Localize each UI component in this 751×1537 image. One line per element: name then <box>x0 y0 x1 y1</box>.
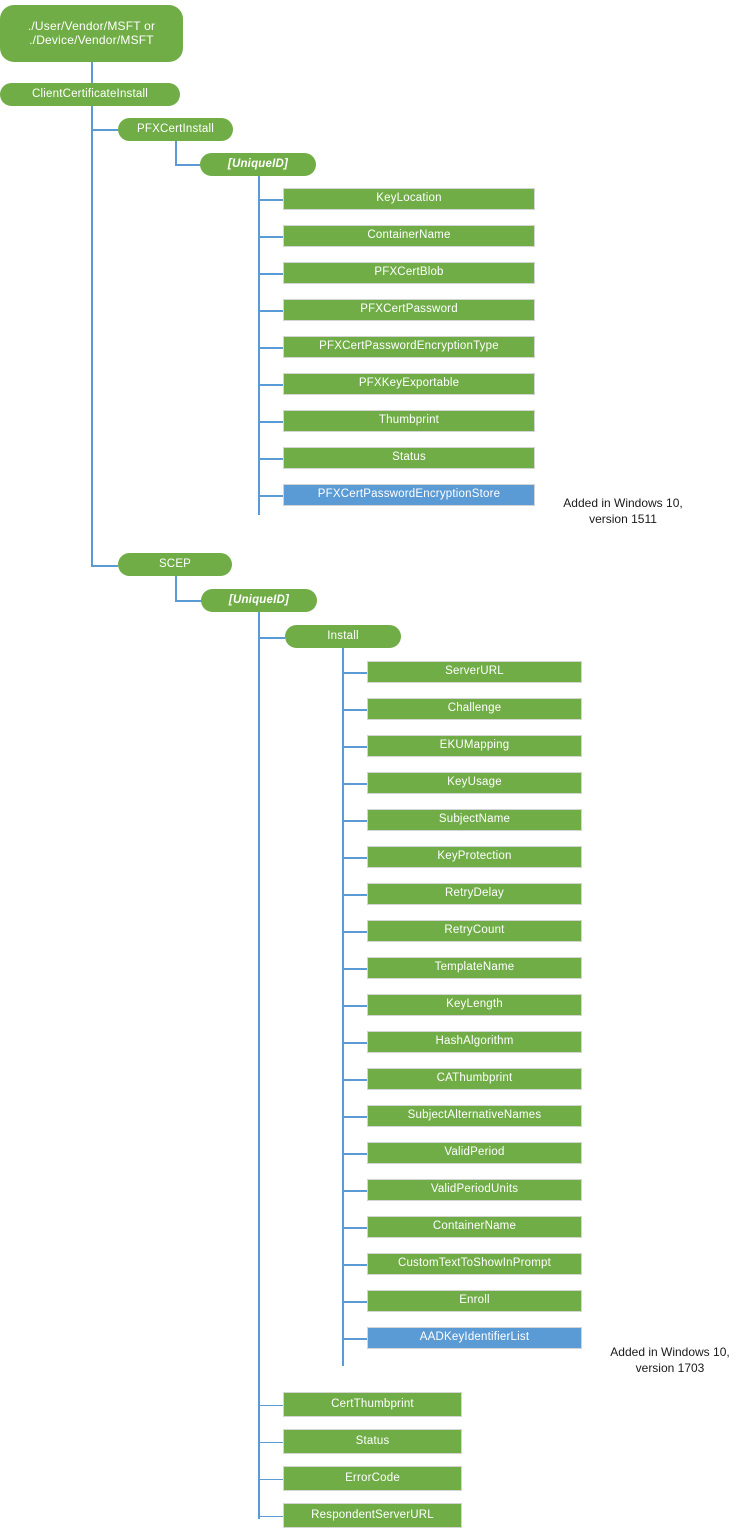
install-child-13[interactable]: ValidPeriod <box>367 1142 582 1164</box>
node-scep-uniqueid[interactable]: [UniqueID] <box>201 589 317 612</box>
install-child-stub-6 <box>342 894 367 896</box>
install-child-12[interactable]: SubjectAlternativeNames <box>367 1105 582 1127</box>
install-child-stub-0 <box>342 672 367 674</box>
install-child-3[interactable]: KeyUsage <box>367 772 582 794</box>
note-scep-added-version: Added in Windows 10, version 1703 <box>610 1345 730 1376</box>
install-child-0[interactable]: ServerURL <box>367 661 582 683</box>
node-scep[interactable]: SCEP <box>118 553 232 576</box>
connector-scep-uniqueid-to-install <box>258 637 285 639</box>
install-child-stub-12 <box>342 1116 367 1118</box>
install-child-15[interactable]: ContainerName <box>367 1216 582 1238</box>
install-child-stub-2 <box>342 746 367 748</box>
install-child-10[interactable]: HashAlgorithm <box>367 1031 582 1053</box>
pfx-child-stub-1 <box>258 236 283 238</box>
pfx-child-3[interactable]: PFXCertPassword <box>283 299 535 321</box>
scep-uid-child-stub-0 <box>258 1404 283 1406</box>
pfx-child-stub-8 <box>258 495 283 497</box>
scep-uid-child-2[interactable]: ErrorCode <box>283 1466 462 1491</box>
install-child-8[interactable]: TemplateName <box>367 957 582 979</box>
pfx-child-stub-7 <box>258 458 283 460</box>
pfx-child-4[interactable]: PFXCertPasswordEncryptionType <box>283 336 535 358</box>
pfx-child-5[interactable]: PFXKeyExportable <box>283 373 535 395</box>
install-child-5[interactable]: KeyProtection <box>367 846 582 868</box>
pfx-child-6[interactable]: Thumbprint <box>283 410 535 432</box>
install-child-stub-5 <box>342 857 367 859</box>
install-child-stub-8 <box>342 968 367 970</box>
install-child-18[interactable]: AADKeyIdentifierList <box>367 1327 582 1349</box>
node-install[interactable]: Install <box>285 625 401 648</box>
connector-level1-to-scep <box>91 565 118 567</box>
install-child-2[interactable]: EKUMapping <box>367 735 582 757</box>
install-child-stub-10 <box>342 1042 367 1044</box>
connector-scep-to-uniqueid-h <box>175 600 202 602</box>
node-pfxcertinstall[interactable]: PFXCertInstall <box>118 118 233 141</box>
install-child-stub-13 <box>342 1153 367 1155</box>
note-pfx-added-version: Added in Windows 10, version 1511 <box>563 496 683 527</box>
scep-uid-child-stub-1 <box>258 1441 283 1443</box>
scep-uid-child-3[interactable]: RespondentServerURL <box>283 1503 462 1528</box>
connector-pfx-to-uniqueid-v <box>175 141 177 164</box>
scep-uid-child-stub-3 <box>258 1515 283 1517</box>
connector-root-to-level1 <box>91 62 93 83</box>
connector-pfx-to-uniqueid-h <box>175 164 201 166</box>
pfx-child-stub-4 <box>258 347 283 349</box>
pfx-child-stub-0 <box>258 199 283 201</box>
pfx-child-2[interactable]: PFXCertBlob <box>283 262 535 284</box>
connector-pfx-children-trunk <box>258 176 260 515</box>
install-child-stub-1 <box>342 709 367 711</box>
pfx-child-stub-3 <box>258 310 283 312</box>
install-child-stub-16 <box>342 1264 367 1266</box>
install-child-stub-3 <box>342 783 367 785</box>
node-clientcertificateinstall[interactable]: ClientCertificateInstall <box>0 83 180 106</box>
install-child-1[interactable]: Challenge <box>367 698 582 720</box>
node-pfx-uniqueid[interactable]: [UniqueID] <box>200 153 316 176</box>
connector-scep-uniqueid-trunk <box>258 612 260 1519</box>
pfx-child-1[interactable]: ContainerName <box>283 225 535 247</box>
install-child-11[interactable]: CAThumbprint <box>367 1068 582 1090</box>
install-child-17[interactable]: Enroll <box>367 1290 582 1312</box>
connector-scep-to-uniqueid-v <box>175 576 177 600</box>
install-child-4[interactable]: SubjectName <box>367 809 582 831</box>
pfx-child-stub-6 <box>258 421 283 423</box>
install-child-9[interactable]: KeyLength <box>367 994 582 1016</box>
node-root[interactable]: ./User/Vendor/MSFT or ./Device/Vendor/MS… <box>0 5 183 62</box>
install-child-stub-14 <box>342 1190 367 1192</box>
install-child-stub-15 <box>342 1227 367 1229</box>
pfx-child-8[interactable]: PFXCertPasswordEncryptionStore <box>283 484 535 506</box>
install-child-stub-7 <box>342 931 367 933</box>
install-child-6[interactable]: RetryDelay <box>367 883 582 905</box>
scep-uid-child-stub-2 <box>258 1478 283 1480</box>
install-child-stub-18 <box>342 1338 367 1340</box>
connector-level1-to-pfx <box>91 129 119 131</box>
install-child-stub-4 <box>342 820 367 822</box>
install-child-stub-11 <box>342 1079 367 1081</box>
install-child-14[interactable]: ValidPeriodUnits <box>367 1179 582 1201</box>
pfx-child-0[interactable]: KeyLocation <box>283 188 535 210</box>
scep-uid-child-0[interactable]: CertThumbprint <box>283 1392 462 1417</box>
pfx-child-7[interactable]: Status <box>283 447 535 469</box>
install-child-stub-9 <box>342 1005 367 1007</box>
install-child-16[interactable]: CustomTextToShowInPrompt <box>367 1253 582 1275</box>
scep-uid-child-1[interactable]: Status <box>283 1429 462 1454</box>
pfx-child-stub-2 <box>258 273 283 275</box>
connector-level1-trunk <box>91 106 93 566</box>
pfx-child-stub-5 <box>258 384 283 386</box>
connector-install-children-trunk <box>342 648 344 1366</box>
install-child-7[interactable]: RetryCount <box>367 920 582 942</box>
install-child-stub-17 <box>342 1301 367 1303</box>
